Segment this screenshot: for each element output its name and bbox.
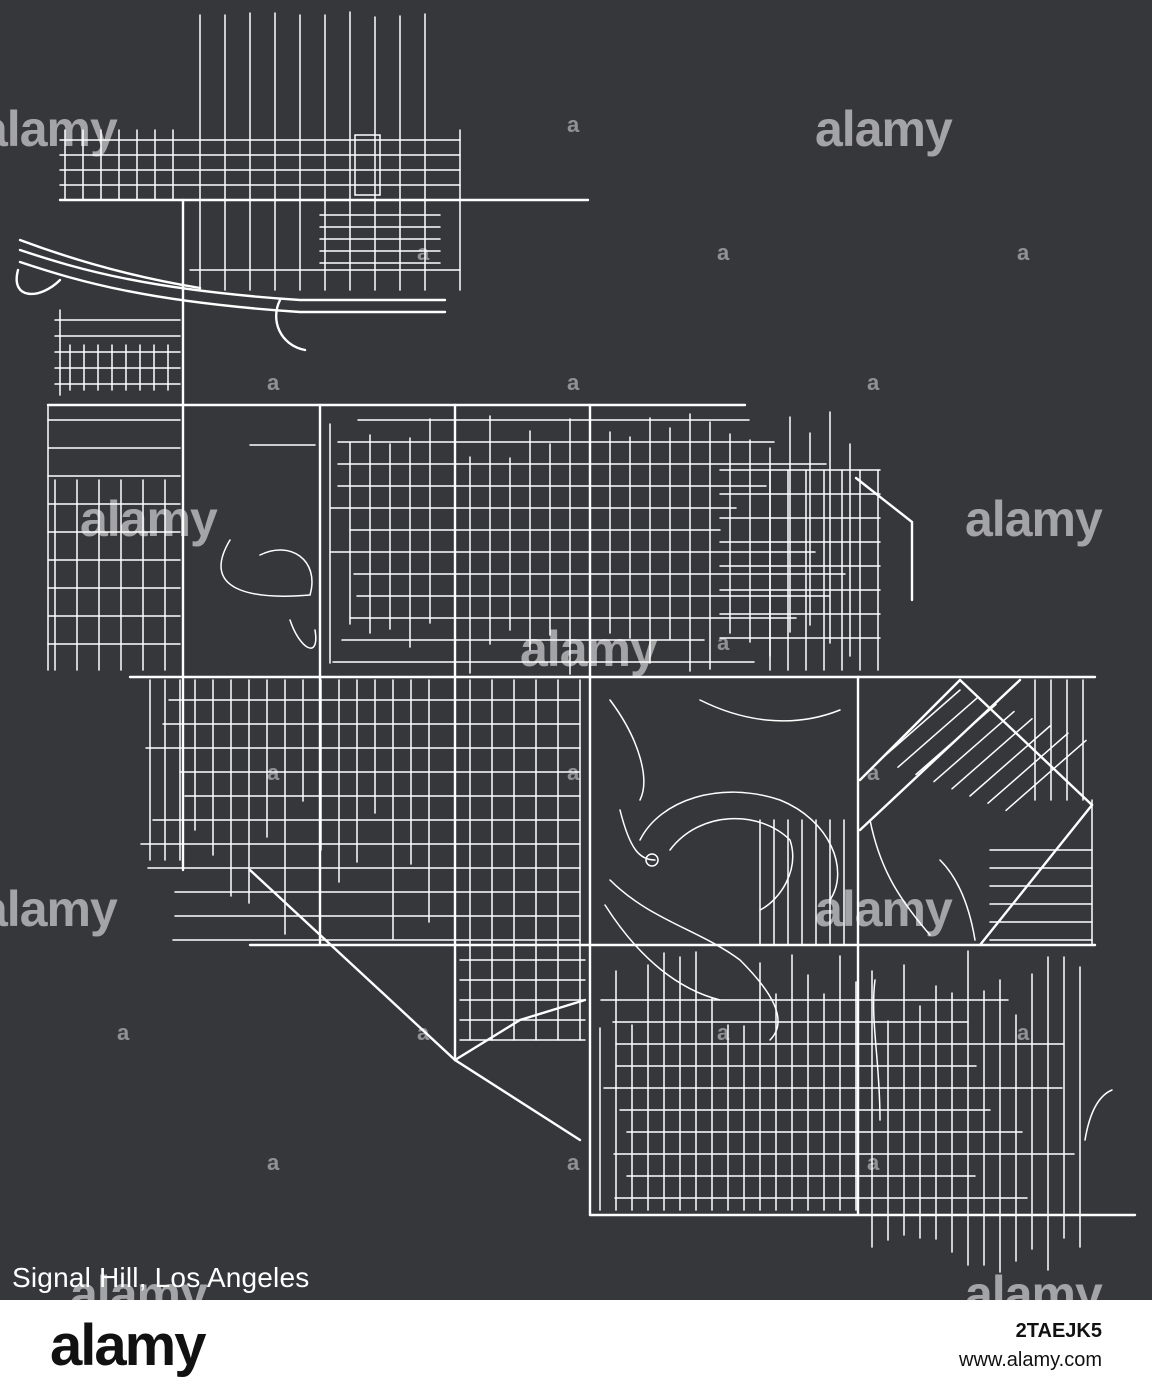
diagonal-road	[958, 678, 1094, 807]
diagonal-road	[858, 678, 962, 782]
watermark: alamy	[0, 881, 118, 937]
watermark: alamy	[965, 491, 1103, 547]
freeway-ramp	[18, 238, 202, 290]
watermark-mark: a	[567, 1150, 580, 1175]
watermark-mark: a	[717, 1020, 730, 1045]
park-path	[220, 539, 313, 597]
residential-street	[915, 703, 997, 776]
watermark-mark: a	[267, 370, 280, 395]
watermark-mark: a	[1017, 240, 1030, 265]
map-title: Signal Hill, Los Angeles	[12, 1262, 310, 1293]
site-url: www.alamy.com	[959, 1349, 1102, 1371]
residential-street	[939, 859, 976, 941]
hill-road	[609, 699, 645, 801]
watermark-mark: a	[417, 1020, 430, 1045]
watermark-mark: a	[567, 760, 580, 785]
diagonal-road	[978, 803, 1094, 947]
freeway-ramp	[15, 268, 62, 295]
watermark: alamy	[520, 621, 658, 677]
residential-street	[897, 696, 979, 768]
footer-meta: 2TAEJK5 www.alamy.com	[959, 1320, 1102, 1372]
diagonal-road	[248, 868, 582, 1142]
hill-road	[639, 791, 839, 901]
residential-street	[1005, 739, 1087, 812]
watermark-mark: a	[267, 760, 280, 785]
watermark-mark: a	[567, 370, 580, 395]
residential-street	[933, 710, 1015, 783]
residential-street	[987, 732, 1069, 804]
footer-bar: alamy 2TAEJK5 www.alamy.com	[0, 1300, 1152, 1390]
diagonal-road	[858, 678, 1022, 832]
hill-road	[619, 809, 656, 861]
watermark-mark: a	[567, 112, 580, 137]
hill-road	[604, 904, 721, 1001]
park-path	[289, 619, 317, 649]
watermark-mark: a	[717, 630, 730, 655]
hill-road	[609, 879, 779, 1041]
roundabout	[645, 853, 659, 867]
street-map: alamy alamy alamy alamy alamy alamy alam…	[0, 0, 1152, 1300]
residential-street	[951, 718, 1033, 790]
residential-street	[1084, 1089, 1113, 1141]
freeway-ramp	[275, 298, 307, 352]
watermark-mark: a	[867, 760, 880, 785]
watermark-mark: a	[267, 1150, 280, 1175]
watermark: alamy	[70, 1266, 208, 1300]
watermark: alamy	[815, 101, 953, 157]
watermark: alamy	[0, 101, 118, 157]
street-network	[15, 11, 1137, 1273]
diagonal-road	[854, 476, 914, 602]
watermark-mark: a	[867, 370, 880, 395]
alamy-logo: alamy	[50, 1313, 206, 1378]
residential-street	[969, 725, 1051, 797]
watermark-mark: a	[867, 1150, 880, 1175]
residential-street	[879, 689, 961, 761]
freeway	[18, 248, 447, 302]
watermark-mark: a	[717, 240, 730, 265]
watermark: alamy	[80, 491, 218, 547]
hill-road	[699, 699, 841, 722]
watermark-mark: a	[1017, 1020, 1030, 1045]
image-id: 2TAEJK5	[1015, 1320, 1102, 1342]
residential-street	[869, 819, 931, 936]
residential-street	[872, 979, 881, 1121]
hill-road	[669, 817, 794, 911]
watermark-mark: a	[117, 1020, 130, 1045]
diagonal-road	[453, 998, 587, 1062]
freeway	[18, 260, 447, 314]
watermark: alamy	[815, 881, 953, 937]
watermark: alamy	[965, 1266, 1103, 1300]
watermark-mark: a	[417, 240, 430, 265]
